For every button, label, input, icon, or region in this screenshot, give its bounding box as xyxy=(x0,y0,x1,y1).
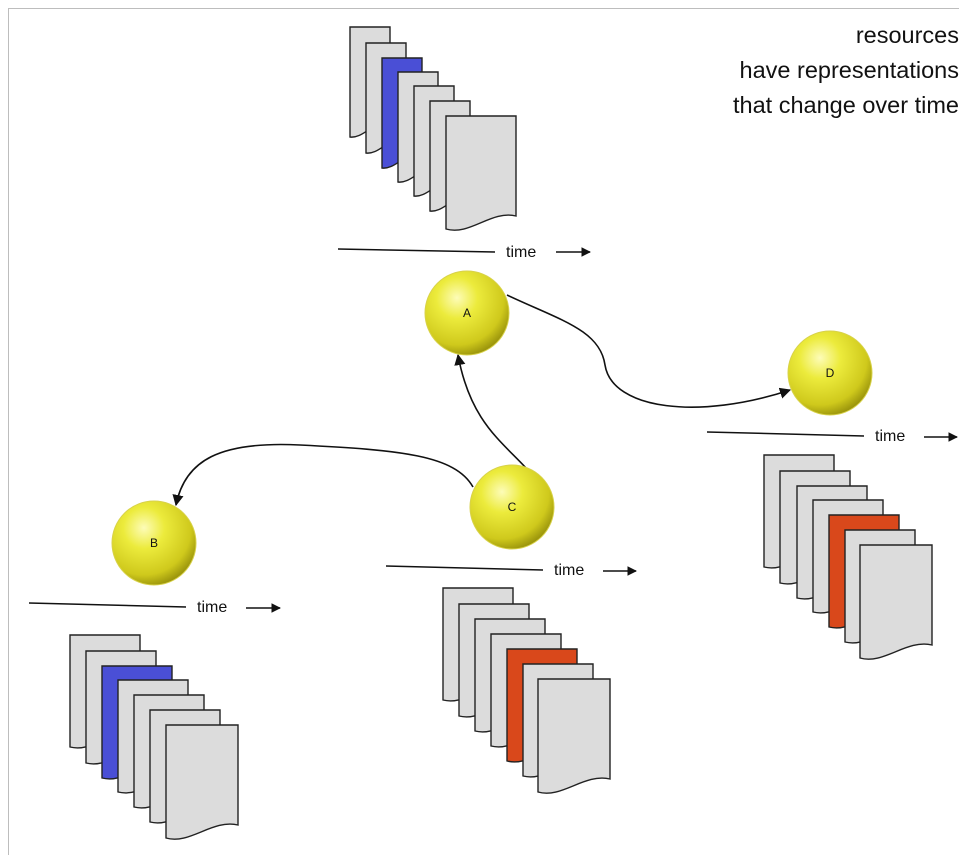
timeline-c: time xyxy=(385,562,637,579)
caption-line-3: that change over time xyxy=(733,92,959,118)
node-d-label: D xyxy=(826,366,835,380)
timeline-b: time xyxy=(28,599,281,616)
diagram-caption: resources have representations that chan… xyxy=(539,18,959,123)
timeline-d: time xyxy=(706,428,958,445)
timeline-c-label: time xyxy=(554,562,584,579)
link-c-to-a xyxy=(454,353,527,469)
doc-d-7 xyxy=(859,544,933,660)
node-c-sphere xyxy=(469,464,555,550)
timeline-d-label: time xyxy=(875,428,905,445)
node-a-sphere xyxy=(424,270,510,356)
timeline-a-label: time xyxy=(506,244,536,261)
doc-b-7 xyxy=(165,724,239,840)
node-b-label: B xyxy=(150,536,158,550)
link-c-to-b xyxy=(172,443,474,507)
diagram-frame xyxy=(8,8,959,855)
caption-line-2: have representations xyxy=(739,57,959,83)
document-stack-a xyxy=(349,26,517,231)
timeline-a-line xyxy=(337,248,496,253)
timeline-c-line xyxy=(385,565,544,571)
link-a-to-d xyxy=(506,294,792,408)
node-d[interactable]: D xyxy=(787,330,873,416)
timeline-a: time xyxy=(337,244,591,261)
node-a[interactable]: A xyxy=(424,270,510,356)
timeline-d-line xyxy=(706,431,865,437)
node-c-label: C xyxy=(508,500,517,514)
document-stack-c xyxy=(442,587,611,794)
caption-line-1: resources xyxy=(855,22,959,48)
timeline-b-line xyxy=(28,602,187,608)
timeline-b-label: time xyxy=(197,599,227,616)
node-b-sphere xyxy=(111,500,197,586)
document-stack-b xyxy=(69,634,239,840)
node-c[interactable]: C xyxy=(469,464,555,550)
node-a-label: A xyxy=(463,306,471,320)
node-b[interactable]: B xyxy=(111,500,197,586)
node-d-sphere xyxy=(787,330,873,416)
doc-a-7 xyxy=(445,115,517,231)
document-stack-d xyxy=(763,454,933,660)
doc-c-7 xyxy=(537,678,611,794)
